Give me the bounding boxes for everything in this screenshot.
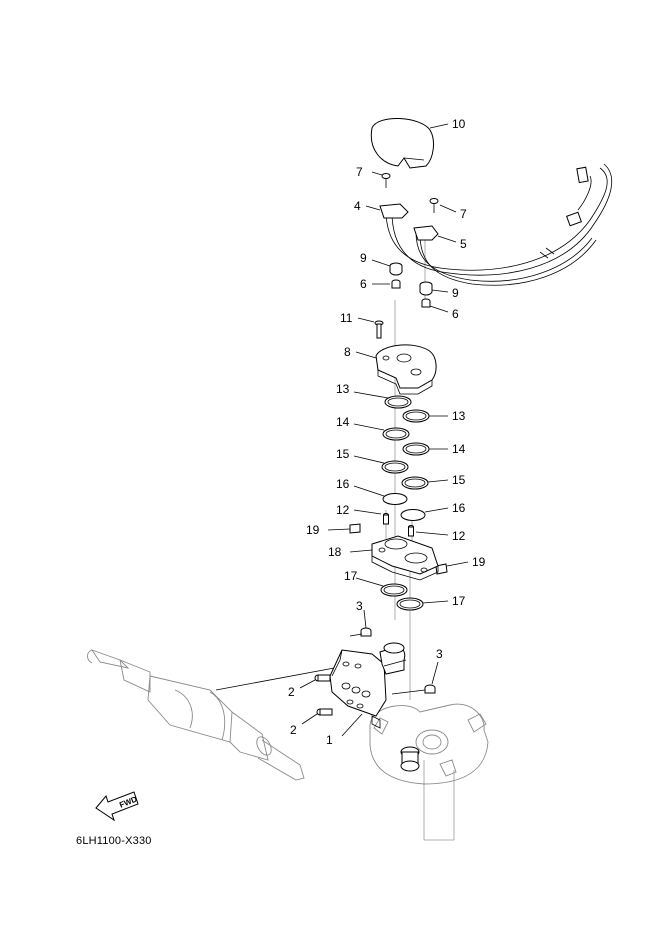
callout-11: 11 — [340, 311, 353, 325]
callout-12-left: 12 — [336, 503, 350, 517]
part-11-screw — [357, 317, 384, 339]
part-14-ring-right — [402, 442, 448, 456]
wiring-harness — [385, 163, 613, 286]
callout-13-left: 13 — [336, 382, 350, 396]
part-5-sensor — [413, 225, 457, 243]
part-13-ring-left — [353, 391, 412, 409]
part-2-pin-lower — [301, 708, 333, 725]
part-18-lower-plate — [349, 535, 439, 581]
callout-14-right: 14 — [452, 442, 466, 456]
part-1-steering-bracket — [329, 642, 407, 737]
callout-5: 5 — [460, 237, 467, 251]
callout-10: 10 — [452, 117, 466, 131]
part-12-pin-left — [353, 509, 389, 525]
part-7-bolt-upper-left — [371, 171, 391, 188]
tiller-handle-ghost — [87, 649, 346, 781]
callout-2-lower: 2 — [290, 723, 297, 737]
callout-19-left: 19 — [306, 523, 320, 537]
part-13-ring-right — [402, 409, 448, 423]
part-19-fitting-right — [435, 561, 469, 575]
callout-4: 4 — [354, 199, 361, 213]
part-10-cover — [370, 117, 449, 169]
callout-9-left: 9 — [360, 251, 367, 265]
callout-16-left: 16 — [336, 477, 350, 491]
callout-9-right: 9 — [452, 286, 459, 300]
part-15-ring-left — [353, 455, 409, 474]
part-9-grommet-left — [371, 259, 403, 276]
part-14-ring-left — [353, 423, 410, 441]
fwd-arrow-icon: FWD — [95, 791, 139, 822]
callout-14-left: 14 — [336, 415, 350, 429]
callout-3-left: 3 — [356, 599, 363, 613]
callout-17-left: 17 — [344, 569, 358, 583]
callout-13-right: 13 — [452, 409, 466, 423]
part-16-ring-right — [400, 507, 449, 521]
part-3-bolt-right — [391, 661, 439, 695]
diagram-code: 6LH1100-X330 — [76, 835, 152, 847]
part-9-grommet-right — [419, 281, 449, 296]
callout-18: 18 — [328, 545, 342, 559]
part-19-fitting-left — [327, 523, 361, 534]
callout-7-right: 7 — [460, 207, 467, 221]
part-15-ring-right — [401, 476, 449, 490]
part-7-bolt-upper-right — [429, 198, 457, 213]
callout-3-right: 3 — [436, 647, 443, 661]
part-3-bolt-left — [349, 609, 372, 637]
callout-1: 1 — [326, 733, 333, 747]
part-6-collar-left — [372, 279, 401, 289]
callout-2-upper: 2 — [288, 685, 295, 699]
callout-15-left: 15 — [336, 447, 350, 461]
callout-6-left: 6 — [360, 277, 367, 291]
part-17-ring-right — [396, 597, 449, 611]
callout-12-right: 12 — [452, 529, 466, 543]
part-16-ring-left — [353, 485, 408, 505]
part-4-sensor — [365, 203, 409, 219]
part-17-ring-left — [355, 577, 408, 597]
part-12-pin-right — [408, 525, 449, 537]
callout-15-right: 15 — [452, 473, 466, 487]
part-6-collar-right — [421, 298, 449, 313]
lower-mount-ghost — [369, 703, 489, 785]
callout-17-right: 17 — [452, 594, 466, 608]
part-2-pin-upper — [299, 674, 331, 689]
drive-shaft-ghost — [423, 760, 455, 841]
callout-7-left: 7 — [356, 165, 363, 179]
callout-8: 8 — [344, 345, 351, 359]
callout-6-right: 6 — [452, 307, 459, 321]
part-8-upper-plate — [355, 344, 437, 395]
callout-16-right: 16 — [452, 501, 466, 515]
callout-19-right: 19 — [472, 555, 486, 569]
